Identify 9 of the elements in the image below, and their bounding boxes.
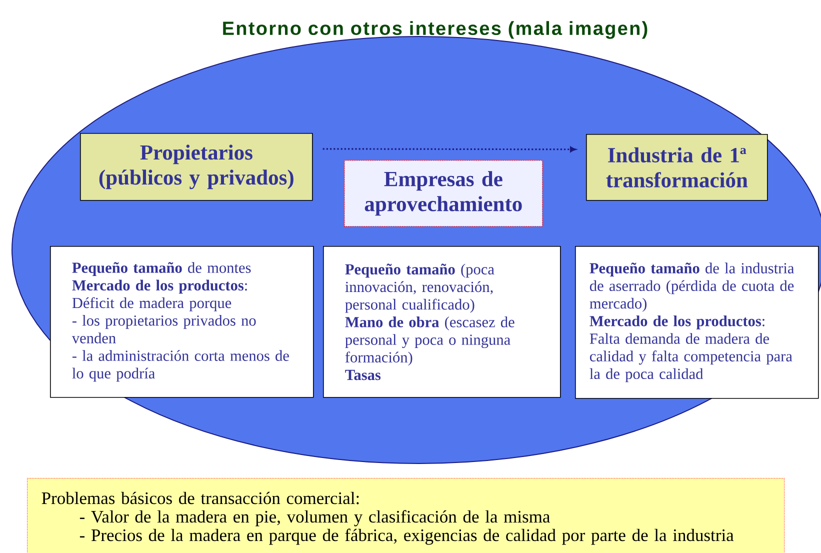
actor-box: Propietarios (públicos y privados): [80, 133, 313, 201]
arrow: [322, 146, 576, 152]
note-box: Problemas básicos de transacción comercial: - Valor de la madera en pie, volumen y clasificación de la misma - Precios de la madera en parque de fábrica, exigencias de calidad por parte de la industria: [27, 478, 785, 553]
actor-box: Empresas de aprovechamiento: [344, 160, 543, 227]
arc-heading: Entorno con otros intereses (mala imagen): [223, 21, 648, 39]
text-box: Pequeño tamaño (poca innovación, renovación, personal cualificado) Mano de obra (escasez de personal y poca o ninguna formación) Tasas: [323, 246, 561, 398]
text-box: Pequeño tamaño de montes Mercado de los productos: Déficit de madera porque - los propietarios privados no venden - la administración corta menos de lo que podría: [50, 246, 314, 398]
text-box: Pequeño tamaño de la industria de aserrado (pérdida de cuota de mercado) Mercado de los productos: Falta demanda de madera de calidad y falta competencia para la de poca calidad: [575, 246, 819, 399]
actor-box: Industria de 1ª transformación: [586, 134, 768, 201]
